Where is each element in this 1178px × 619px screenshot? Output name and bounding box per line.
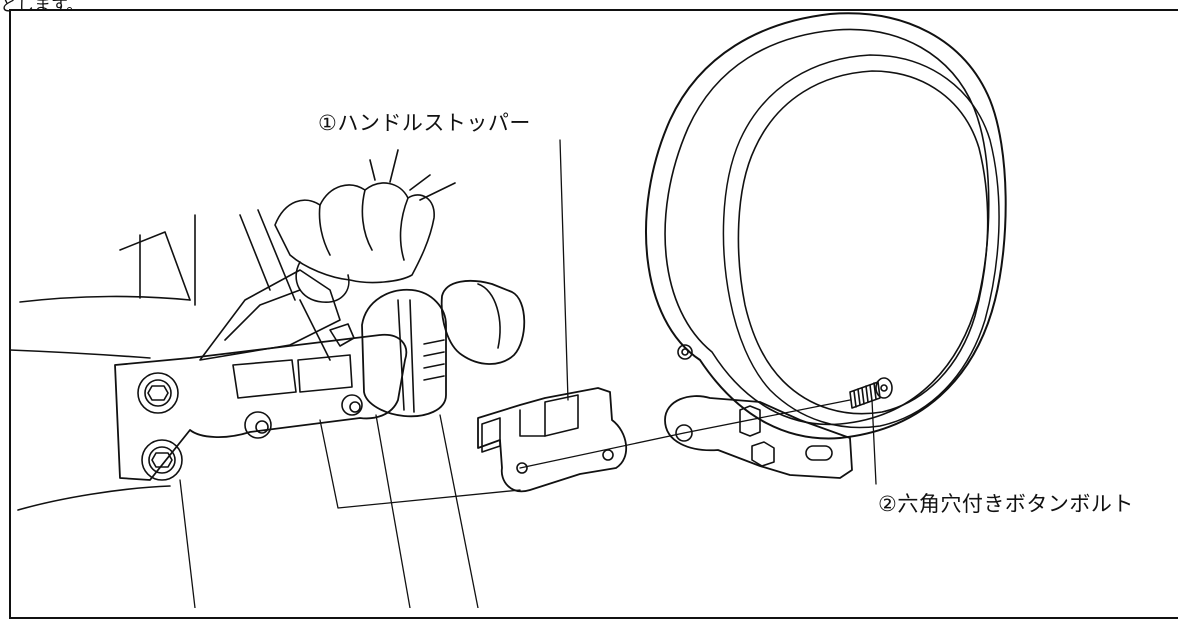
button-bolt	[849, 377, 893, 409]
headlight-bracket	[664, 395, 853, 479]
handle-stopper-part	[477, 387, 628, 493]
stem-cover	[199, 269, 341, 361]
bracket-holes	[244, 394, 363, 439]
hex-bolt-upper	[137, 372, 179, 414]
fork-clamp	[361, 288, 447, 418]
hand-gloves	[239, 149, 456, 361]
leader-lines	[179, 139, 877, 608]
assembly-lines	[319, 399, 851, 509]
hex-bolt-lower	[141, 439, 183, 481]
hex-socket-button-bolt-label: ②六角穴付きボタンボルト	[878, 492, 1134, 516]
headlight-side-screw	[677, 344, 693, 360]
handle-stopper-label: ①ハンドルストッパー	[318, 111, 531, 135]
mirror-pod	[440, 280, 526, 365]
fork-tube	[9, 214, 196, 511]
headlight-shell	[645, 12, 1007, 440]
